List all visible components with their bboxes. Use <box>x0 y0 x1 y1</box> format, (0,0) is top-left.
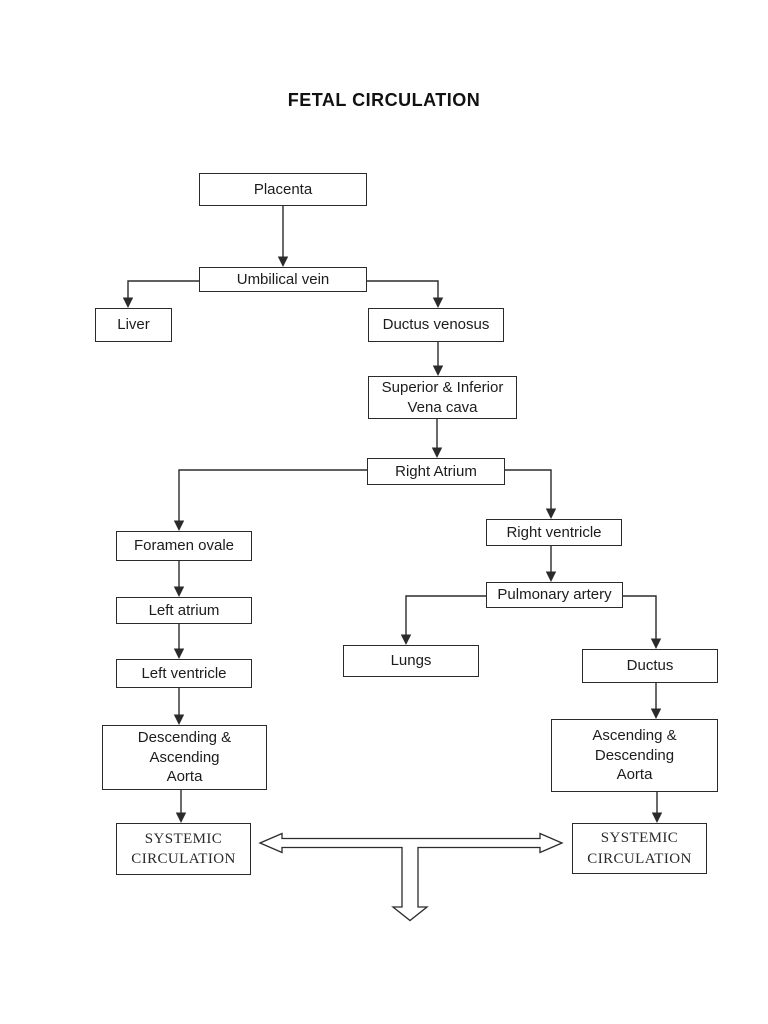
arrow-vena-cava-to-right-atrium <box>431 419 443 458</box>
node-left-atrium: Left atrium <box>116 597 252 624</box>
node-systemic-circulation-right: SYSTEMIC CIRCULATION <box>572 823 707 874</box>
arrow-placenta-to-umbilical-vein <box>277 206 289 267</box>
arrow-right-ventricle-to-pulmonary-artery <box>545 546 557 582</box>
arrow-left-atrium-to-left-ventricle <box>173 624 185 659</box>
arrow-pulmonary-artery-to-ductus <box>623 595 662 649</box>
arrow-pulmonary-artery-to-lungs <box>400 595 486 645</box>
node-ductus: Ductus <box>582 649 718 683</box>
arrow-left-ventricle-to-aorta-left <box>173 688 185 725</box>
arrow-umbilical-vein-to-ductus-venosus <box>367 280 444 308</box>
node-ductus-venosus: Ductus venosus <box>368 308 504 342</box>
node-vena-cava: Superior & Inferior Vena cava <box>368 376 517 419</box>
page-title: FETAL CIRCULATION <box>287 90 481 110</box>
node-foramen-ovale: Foramen ovale <box>116 531 252 561</box>
arrow-foramen-ovale-to-left-atrium <box>173 561 185 597</box>
systemic-circulation-double-arrow <box>258 832 564 922</box>
arrow-ductus-venosus-to-vena-cava <box>432 342 444 376</box>
node-aorta-descending-ascending: Descending & Ascending Aorta <box>102 725 267 790</box>
arrow-umbilical-vein-to-liver <box>122 280 199 308</box>
arrow-aorta-left-to-systemic-left <box>175 790 187 823</box>
node-placenta: Placenta <box>199 173 367 206</box>
node-pulmonary-artery: Pulmonary artery <box>486 582 623 608</box>
arrow-ductus-to-aorta-right <box>650 683 662 719</box>
node-lungs: Lungs <box>343 645 479 677</box>
node-umbilical-vein: Umbilical vein <box>199 267 367 292</box>
arrow-right-atrium-to-right-ventricle <box>505 469 557 519</box>
node-left-ventricle: Left ventricle <box>116 659 252 688</box>
node-right-ventricle: Right ventricle <box>486 519 622 546</box>
node-right-atrium: Right Atrium <box>367 458 505 485</box>
arrow-right-atrium-to-foramen-ovale <box>173 469 367 531</box>
node-systemic-circulation-left: SYSTEMIC CIRCULATION <box>116 823 251 875</box>
arrow-aorta-right-to-systemic-right <box>651 792 663 823</box>
node-liver: Liver <box>95 308 172 342</box>
node-aorta-ascending-descending: Ascending & Descending Aorta <box>551 719 718 792</box>
